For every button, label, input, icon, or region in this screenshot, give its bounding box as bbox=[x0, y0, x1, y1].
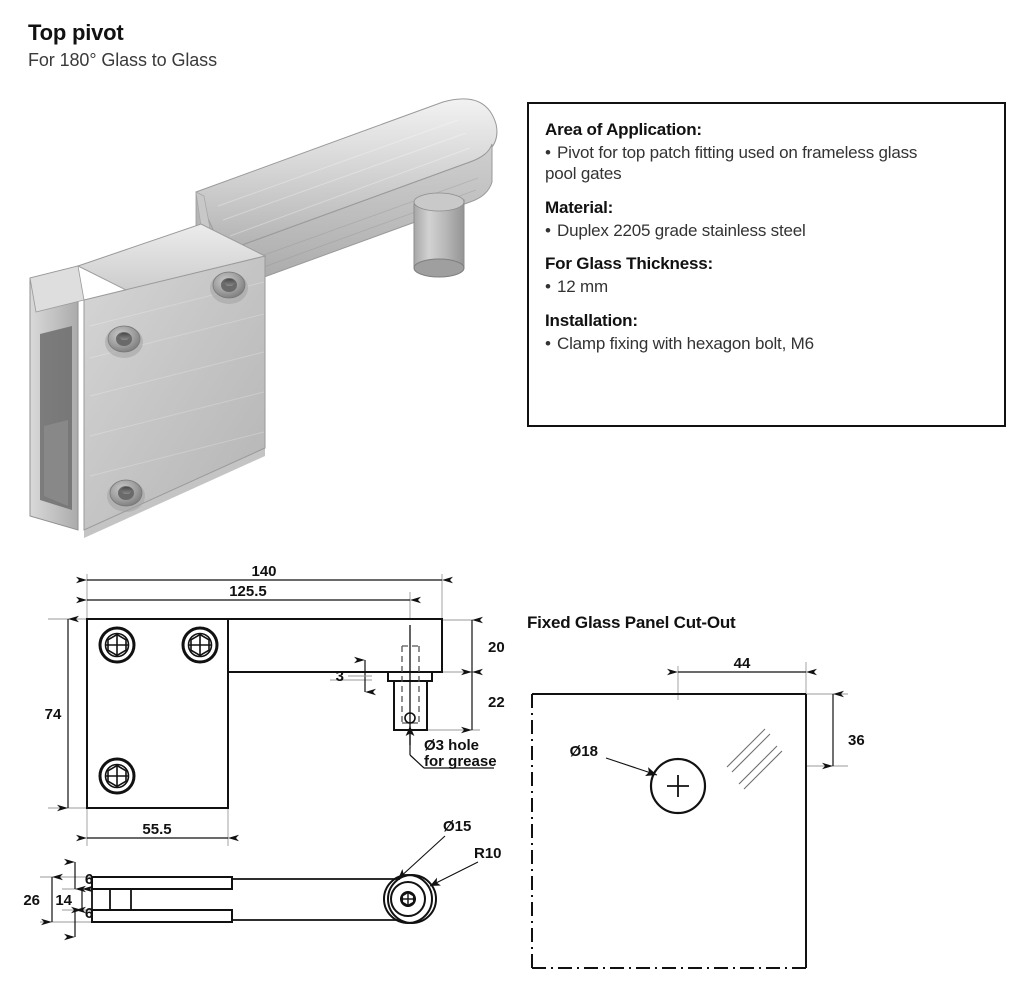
callout-hole-diameter: Ø18 bbox=[570, 743, 658, 776]
cutout-title: Fixed Glass Panel Cut-Out bbox=[527, 613, 736, 632]
product-photo bbox=[18, 96, 518, 551]
dimension-55-5: 55.5 bbox=[76, 821, 239, 842]
plan-clamp-plate bbox=[86, 618, 229, 809]
dimension-140-label: 140 bbox=[251, 563, 276, 580]
spec-group-material: Material: • Duplex 2205 grade stainless s… bbox=[545, 198, 1004, 241]
hole-diameter-label: Ø18 bbox=[570, 743, 598, 760]
dimension-74: 74 bbox=[45, 615, 79, 812]
dimension-22-label: 22 bbox=[488, 694, 505, 711]
cutout-hole bbox=[649, 757, 707, 815]
bullet-icon: • bbox=[545, 333, 551, 353]
cutout-hole-centre-mark bbox=[667, 775, 689, 797]
dimension-14: 14 bbox=[55, 885, 93, 914]
spec-heading: For Glass Thickness: bbox=[545, 254, 713, 274]
dimension-125-5: 125.5 bbox=[76, 583, 421, 604]
dimension-36: 36 bbox=[822, 690, 865, 770]
specification-box: Area of Application: •Pivot for top patc… bbox=[527, 102, 1006, 427]
spec-item: • 12 mm bbox=[545, 276, 945, 297]
plan-screw-top-right bbox=[181, 626, 219, 664]
callout-pin-diameter: Ø15 bbox=[397, 818, 471, 880]
spec-item: •Pivot for top patch fitting used on fra… bbox=[545, 142, 945, 185]
plan-screw-bottom-left bbox=[98, 757, 136, 795]
bullet-icon: • bbox=[545, 220, 551, 240]
plan-hidden-bore bbox=[401, 645, 420, 724]
page-subtitle: For 180° Glass to Glass bbox=[28, 50, 217, 70]
dimension-44: 44 bbox=[667, 655, 817, 676]
dimension-74-label: 74 bbox=[45, 706, 62, 723]
callout-grease-hole: Ø3 hole for grease bbox=[405, 726, 497, 770]
dimension-3-label: 3 bbox=[336, 668, 344, 685]
dimension-140: 140 bbox=[76, 563, 453, 584]
photo-arm-front-face bbox=[222, 143, 493, 293]
plan-screw-top-left bbox=[98, 626, 136, 664]
dimension-3: 3 bbox=[336, 656, 376, 696]
plan-arm bbox=[227, 618, 443, 673]
spec-heading: Installation: bbox=[545, 310, 638, 330]
dimension-6-bottom-label: 6 bbox=[85, 905, 93, 922]
spec-item-text: Duplex 2205 grade stainless steel bbox=[557, 220, 806, 240]
dimension-14-label: 14 bbox=[55, 892, 72, 909]
side-bottom-jaw bbox=[91, 909, 233, 923]
dimension-55-5-label: 55.5 bbox=[142, 821, 171, 838]
bullet-icon: • bbox=[545, 277, 551, 297]
dimension-6-top-label: 6 bbox=[85, 871, 93, 888]
spec-group-area-of-application: Area of Application: •Pivot for top patc… bbox=[545, 120, 1004, 185]
dimension-26-label: 26 bbox=[23, 892, 40, 909]
dimension-26: 26 bbox=[23, 873, 63, 926]
plan-grease-hole bbox=[404, 712, 416, 724]
dimension-6-bottom: 6 bbox=[64, 905, 93, 941]
technical-drawing-cutout: 44 36 Ø18 bbox=[505, 640, 905, 1000]
glass-symbol-icon bbox=[726, 728, 783, 790]
page-title: Top pivot bbox=[28, 20, 124, 45]
spec-item-text: Clamp fixing with hexagon bolt, M6 bbox=[557, 333, 814, 353]
spec-heading: Area of Application: bbox=[545, 120, 702, 139]
dimension-44-label: 44 bbox=[734, 655, 751, 672]
radius-label: R10 bbox=[474, 845, 502, 862]
bullet-icon: • bbox=[545, 143, 551, 162]
technical-drawing-plan-elevation: 140 125.5 74 55.5 20 bbox=[0, 555, 520, 1000]
dimension-125-5-label: 125.5 bbox=[229, 583, 267, 600]
spec-item-text: 12 mm bbox=[557, 277, 608, 297]
spec-item: • Clamp fixing with hexagon bolt, M6 bbox=[545, 333, 945, 354]
photo-screw-top-left bbox=[105, 325, 143, 358]
pin-diameter-label: Ø15 bbox=[443, 818, 471, 835]
dimension-36-label: 36 bbox=[848, 732, 865, 749]
side-top-jaw bbox=[91, 876, 233, 890]
spec-item-text: Pivot for top patch fitting used on fram… bbox=[545, 143, 918, 184]
spec-item: • Duplex 2205 grade stainless steel bbox=[545, 220, 945, 241]
grease-hole-label-line1: Ø3 hole bbox=[424, 737, 479, 754]
photo-screw-bottom-left bbox=[107, 479, 145, 512]
spec-group-glass-thickness: For Glass Thickness: • 12 mm bbox=[545, 254, 1004, 297]
callout-radius: R10 bbox=[429, 845, 502, 887]
photo-screw-top-right bbox=[210, 271, 248, 304]
spec-group-installation: Installation: • Clamp fixing with hexagon… bbox=[545, 311, 1004, 354]
side-glass-slot bbox=[91, 888, 145, 911]
dimension-20: 20 bbox=[461, 616, 505, 676]
spec-heading: Material: bbox=[545, 197, 614, 217]
grease-hole-label-line2: for grease bbox=[424, 753, 497, 770]
side-pivot-inner-circle bbox=[390, 881, 426, 917]
dimension-20-label: 20 bbox=[488, 639, 505, 656]
dimension-6-top: 6 bbox=[64, 858, 93, 893]
dimension-22: 22 bbox=[461, 668, 505, 734]
